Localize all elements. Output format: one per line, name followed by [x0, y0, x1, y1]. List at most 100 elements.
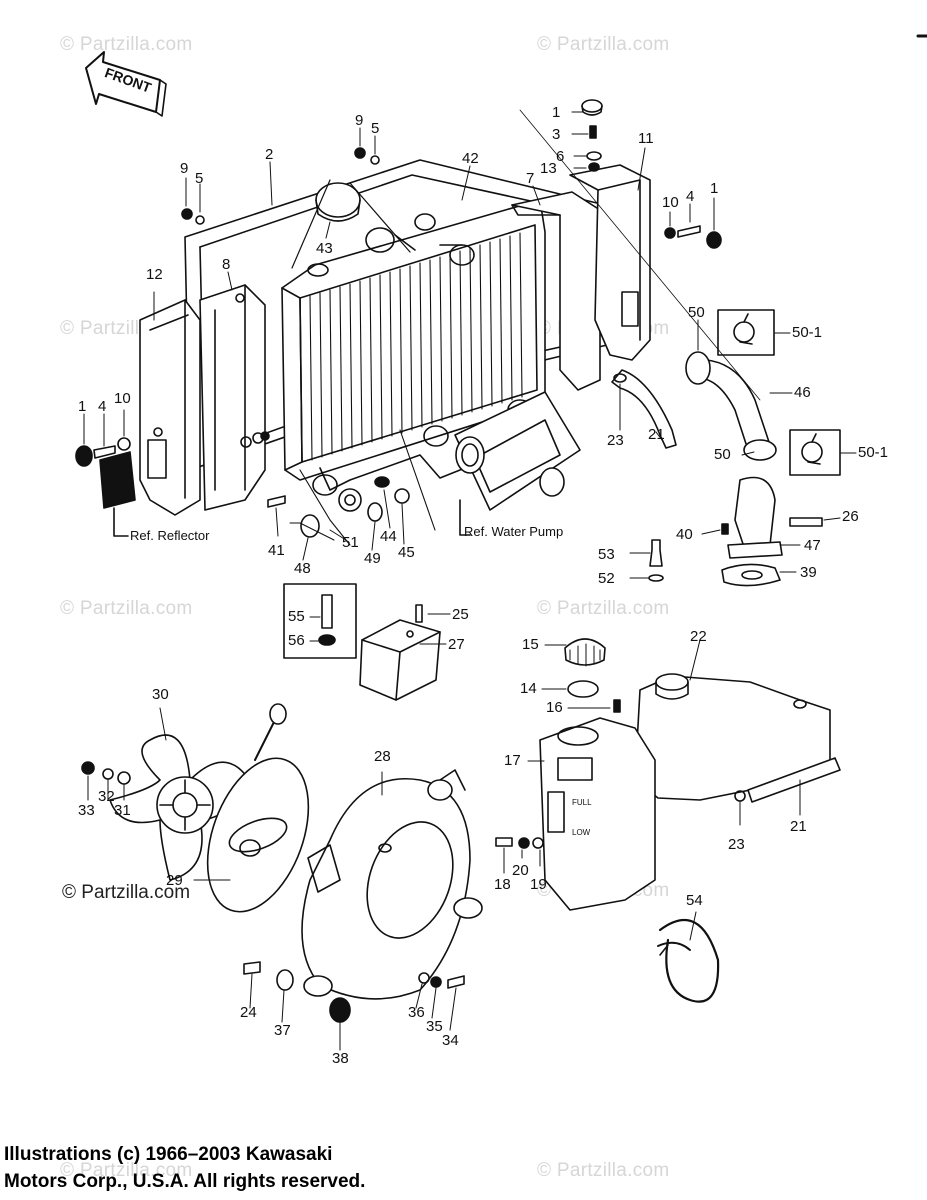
fan-shroud-28 — [301, 769, 483, 1000]
mount-parts — [240, 429, 436, 546]
reflector — [99, 451, 136, 537]
sensor-26 — [789, 517, 823, 527]
callout-15: 15 — [522, 636, 539, 653]
callout-44: 44 — [380, 528, 397, 545]
callout-37: 37 — [274, 1022, 291, 1039]
callout-39: 39 — [800, 564, 817, 581]
callout-48: 48 — [294, 560, 311, 577]
watermark: © Partzilla.com — [537, 34, 670, 55]
bolt-18 — [495, 837, 513, 847]
collar-37 — [276, 969, 294, 991]
callout-45: 45 — [398, 544, 415, 561]
bolt-40 — [721, 523, 729, 535]
bolt-34 — [447, 975, 465, 989]
callout-25: 25 — [452, 606, 469, 623]
callout-50-1: 50-1 — [792, 324, 823, 341]
callout-30: 30 — [152, 686, 169, 703]
nut-33 — [81, 761, 95, 775]
callout-1: 1 — [710, 180, 719, 197]
callout-20: 20 — [512, 862, 529, 879]
callout-7: 7 — [526, 170, 535, 187]
gauge-full-label: FULL — [572, 798, 592, 807]
callout-32: 32 — [98, 788, 115, 805]
callout-49: 49 — [364, 550, 381, 567]
callout-35: 35 — [426, 1018, 443, 1035]
callout-33: 33 — [78, 802, 95, 819]
nut-35 — [430, 976, 442, 988]
callout-28: 28 — [374, 748, 391, 765]
washer-10 — [117, 437, 131, 451]
nut-20 — [518, 837, 530, 849]
nut-9 — [354, 147, 366, 159]
clip-23 — [734, 790, 746, 802]
water-pump-hose-box — [454, 391, 581, 536]
callout-19: 19 — [530, 876, 547, 893]
hose-21-lower — [747, 757, 841, 803]
filler-neck-42 — [365, 213, 436, 253]
gauge-low-label: LOW — [572, 828, 591, 837]
screw-3 — [589, 125, 597, 139]
clip-23 — [613, 373, 627, 383]
bolt-16 — [613, 699, 621, 713]
ref-reflector-label: Ref. Reflector — [130, 528, 210, 543]
part-55-56-box — [283, 583, 357, 659]
radiator-cap-43 — [291, 179, 411, 269]
fan-motor-29 — [206, 703, 310, 913]
collar-13 — [588, 162, 600, 172]
callout-34: 34 — [442, 1032, 459, 1049]
callout-3: 3 — [552, 126, 561, 143]
callout-5: 5 — [195, 170, 204, 187]
callout-43: 43 — [316, 240, 333, 257]
bracket-7 — [511, 191, 601, 391]
callout-8: 8 — [222, 256, 231, 273]
callout-40: 40 — [676, 526, 693, 543]
callout-14: 14 — [520, 680, 537, 697]
washer-32 — [102, 768, 114, 780]
washer-36 — [418, 972, 430, 984]
callout-36: 36 — [408, 1004, 425, 1021]
watermark: © Partzilla.com — [537, 598, 670, 619]
callout-5: 5 — [371, 120, 380, 137]
callout-4: 4 — [98, 398, 107, 415]
callout-1: 1 — [552, 104, 561, 121]
callout-6: 6 — [556, 148, 565, 165]
callout-9: 9 — [355, 112, 364, 129]
callout-38: 38 — [332, 1050, 349, 1067]
callout-10: 10 — [114, 390, 131, 407]
overflow-hose-21 — [611, 369, 677, 449]
fan-blade-30 — [109, 734, 256, 881]
callout-9: 9 — [180, 160, 189, 177]
grommet-1 — [581, 99, 603, 116]
washer-5 — [370, 155, 380, 165]
callout-26: 26 — [842, 508, 859, 525]
bolt-24 — [243, 961, 261, 975]
ref-water-pump-label: Ref. Water Pump — [464, 524, 564, 539]
leader-lines — [83, 109, 857, 1051]
callout-13: 13 — [540, 160, 557, 177]
gasket-39 — [721, 563, 781, 587]
callout-11: 11 — [638, 130, 654, 147]
copyright-line-1: Illustrations (c) 1966–2003 Kawasaki — [4, 1144, 333, 1165]
callout-22: 22 — [690, 628, 707, 645]
gasket-14 — [567, 680, 599, 698]
nut-9 — [181, 208, 193, 220]
callout-53: 53 — [598, 546, 615, 563]
reservoir-tank-22 — [634, 673, 831, 801]
relay-27 — [359, 619, 441, 701]
callout-51: 51 — [342, 534, 359, 551]
callout-55: 55 — [288, 608, 305, 625]
callout-50: 50 — [688, 304, 705, 321]
callout-10: 10 — [662, 194, 679, 211]
bolt-25 — [415, 604, 423, 623]
watermark: © Partzilla.com — [537, 1160, 670, 1181]
strap-54 — [657, 919, 720, 1003]
bolt-4 — [677, 225, 701, 238]
callout-23: 23 — [607, 432, 624, 449]
callout-18: 18 — [494, 876, 511, 893]
bolt-4 — [93, 445, 116, 459]
grommet-1 — [706, 231, 722, 249]
callout-56: 56 — [288, 632, 305, 649]
callout-17: 17 — [504, 752, 521, 769]
